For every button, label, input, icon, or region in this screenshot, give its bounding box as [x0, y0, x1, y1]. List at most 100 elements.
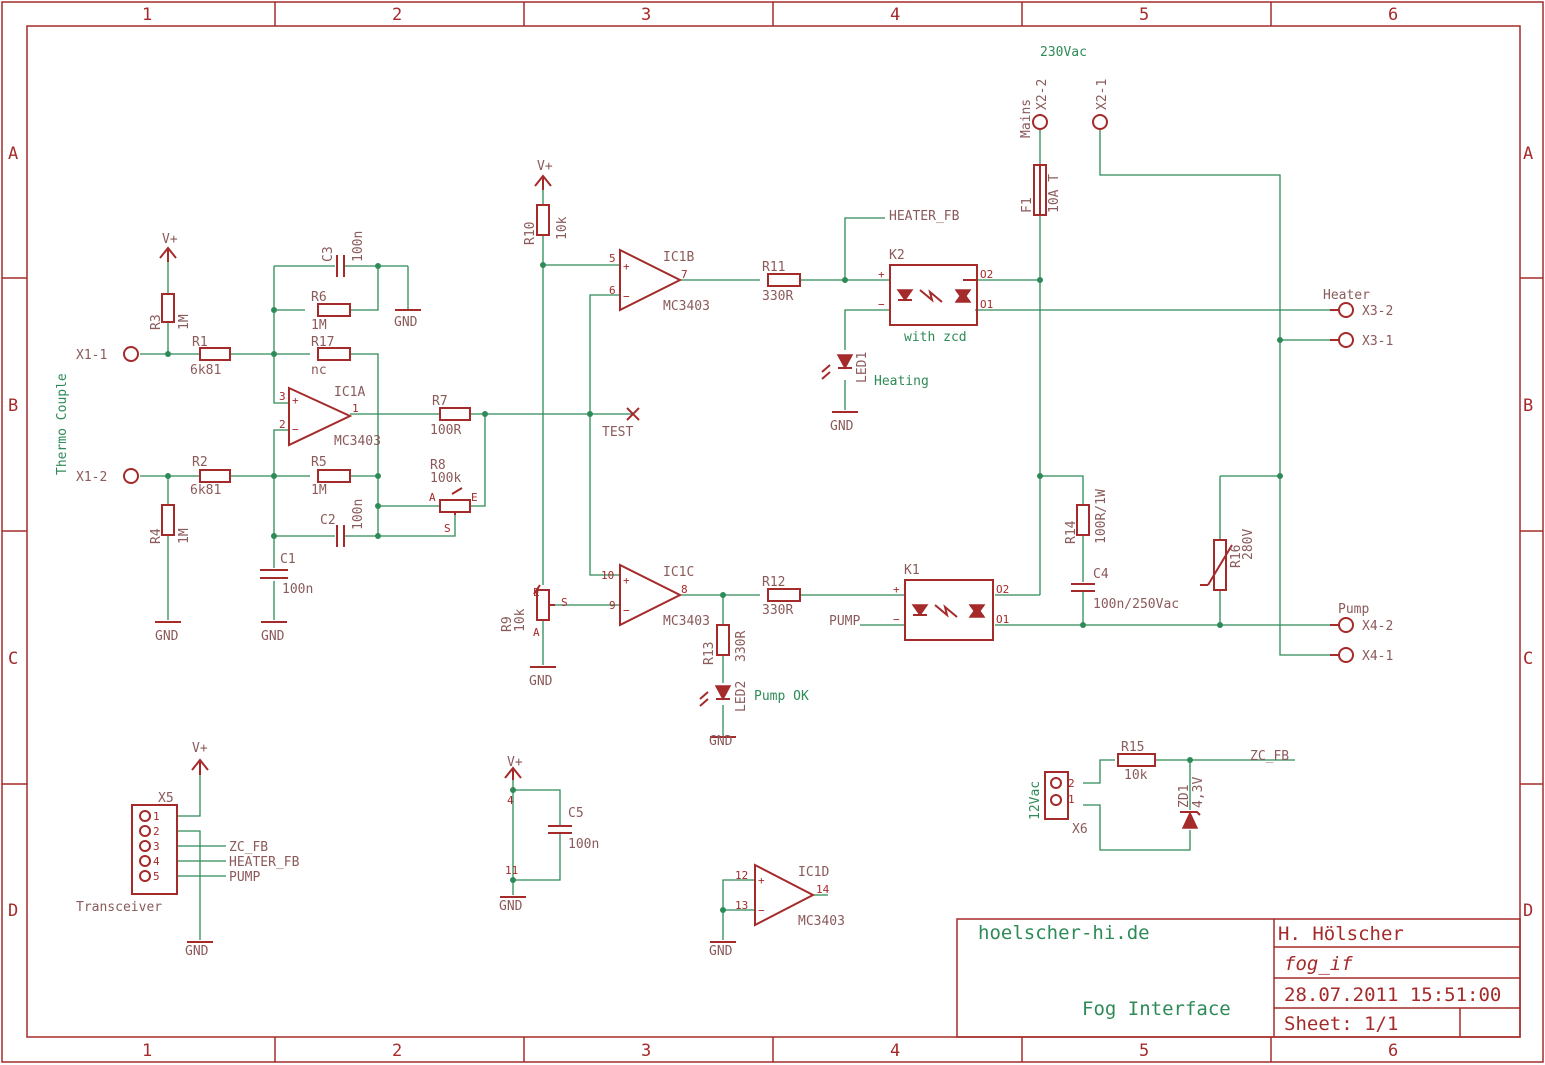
label-x4-2: X4-2: [1362, 619, 1393, 634]
gnd-label: GND: [185, 944, 209, 959]
part-name: F1: [1020, 197, 1035, 213]
resistors: [161, 164, 1233, 767]
vplus-label: V+: [507, 755, 523, 770]
svg-text:−: −: [623, 290, 630, 303]
resistor-r6: [317, 303, 351, 317]
gnd-label: GND: [261, 629, 285, 644]
led-label: Heating: [874, 374, 929, 389]
part-name: R8: [430, 458, 446, 473]
svg-text:5: 5: [153, 870, 160, 883]
gnd-label: GND: [394, 315, 418, 330]
svg-text:2: 2: [279, 418, 286, 431]
opamp-ic1c: [619, 563, 683, 627]
svg-text:S: S: [561, 596, 568, 609]
svg-text:+: +: [623, 574, 630, 587]
part-value: 100R/1W: [1094, 489, 1109, 544]
part-name: R15: [1121, 740, 1144, 755]
diodes: [699, 354, 1201, 829]
connector-x6: [1044, 771, 1069, 820]
part-value: MC3403: [798, 914, 845, 929]
part-name: IC1A: [334, 385, 365, 400]
pin-x4-2: [1338, 617, 1354, 633]
x5-net-4: HEATER_FB: [229, 855, 300, 870]
svg-text:S: S: [444, 522, 451, 535]
part-name: C3: [321, 246, 336, 262]
header-connectors: [131, 771, 1069, 895]
part-name: C4: [1093, 567, 1109, 582]
pin-x3-1: [1338, 332, 1354, 348]
resistor-r3: [161, 293, 175, 323]
svg-text:−: −: [878, 298, 885, 311]
part-name: X5: [158, 791, 174, 806]
part-name: R4: [149, 528, 164, 544]
title-text: Fog Interface: [1082, 998, 1231, 1020]
junctions: [165, 262, 1283, 913]
part-value: 100n: [282, 582, 313, 597]
svg-text:+: +: [292, 394, 299, 407]
label-heater: Heater: [1323, 288, 1370, 303]
part-name: R2: [192, 455, 208, 470]
part-value: 100k: [430, 471, 461, 486]
website-text: hoelscher-hi.de: [978, 922, 1150, 944]
label-mains-voltage: 230Vac: [1040, 45, 1087, 60]
col-label: 6: [1388, 5, 1398, 25]
part-value: 330R: [762, 603, 793, 618]
col-label: 2: [392, 5, 402, 25]
row-label: D: [1523, 901, 1533, 921]
svg-text:13: 13: [735, 899, 748, 912]
connector-label: 12Vac: [1028, 781, 1043, 820]
varistor-r16: [1213, 539, 1227, 591]
part-value: MC3403: [663, 299, 710, 314]
part-name: IC1B: [663, 250, 694, 265]
x5-net-5: PUMP: [229, 870, 260, 885]
part-name: R12: [762, 575, 785, 590]
col-label: 5: [1139, 1041, 1149, 1061]
part-value: 100n: [568, 837, 599, 852]
svg-text:−: −: [292, 423, 299, 436]
col-label: 1: [142, 1041, 152, 1061]
resistor-r15: [1117, 753, 1156, 767]
title-block: hoelscher-hi.de H. Hölscher fog_if 28.07…: [956, 918, 1521, 1038]
gnd-label: GND: [499, 899, 523, 914]
svg-text:+: +: [893, 583, 900, 596]
part-value: 6k81: [190, 363, 221, 378]
svg-text:11: 11: [505, 864, 518, 877]
part-name: LED2: [734, 681, 749, 712]
resistor-r5: [317, 469, 351, 483]
part-value: 1M: [177, 314, 192, 330]
connector-x5: [131, 804, 178, 895]
net-zc-fb: ZC_FB: [1250, 749, 1289, 764]
resistor-r2: [199, 469, 231, 483]
connector-label: Transceiver: [76, 900, 162, 915]
resistor-r13: [716, 624, 730, 656]
pin-x1-1: [123, 346, 139, 362]
svg-text:E: E: [533, 586, 540, 599]
power-symbols: [155, 174, 858, 943]
svg-text:12: 12: [735, 869, 748, 882]
svg-text:2: 2: [1068, 777, 1075, 790]
svg-text:+: +: [623, 260, 630, 273]
part-value: 100n: [351, 499, 366, 530]
resistor-r8: [439, 499, 471, 513]
svg-text:7: 7: [681, 268, 688, 281]
led-led2: [714, 685, 732, 701]
resistor-r14: [1076, 504, 1090, 536]
x5-net-3: ZC_FB: [229, 840, 268, 855]
part-name: R7: [432, 394, 448, 409]
label-mains: Mains: [1019, 99, 1034, 138]
part-name: R13: [702, 642, 717, 665]
part-value: 280V: [1241, 529, 1256, 560]
vplus-label: V+: [192, 741, 208, 756]
row-label: B: [1523, 396, 1533, 416]
part-value: nc: [311, 363, 327, 378]
svg-text:−: −: [758, 904, 765, 917]
label-x2-2: X2-2: [1035, 79, 1050, 110]
label-pump: Pump: [1338, 602, 1369, 617]
svg-text:−: −: [893, 613, 900, 626]
part-name: X6: [1072, 822, 1088, 837]
part-name: C1: [280, 552, 296, 567]
svg-text:3: 3: [153, 840, 160, 853]
row-label: A: [1523, 144, 1533, 164]
wires: [140, 130, 1330, 940]
